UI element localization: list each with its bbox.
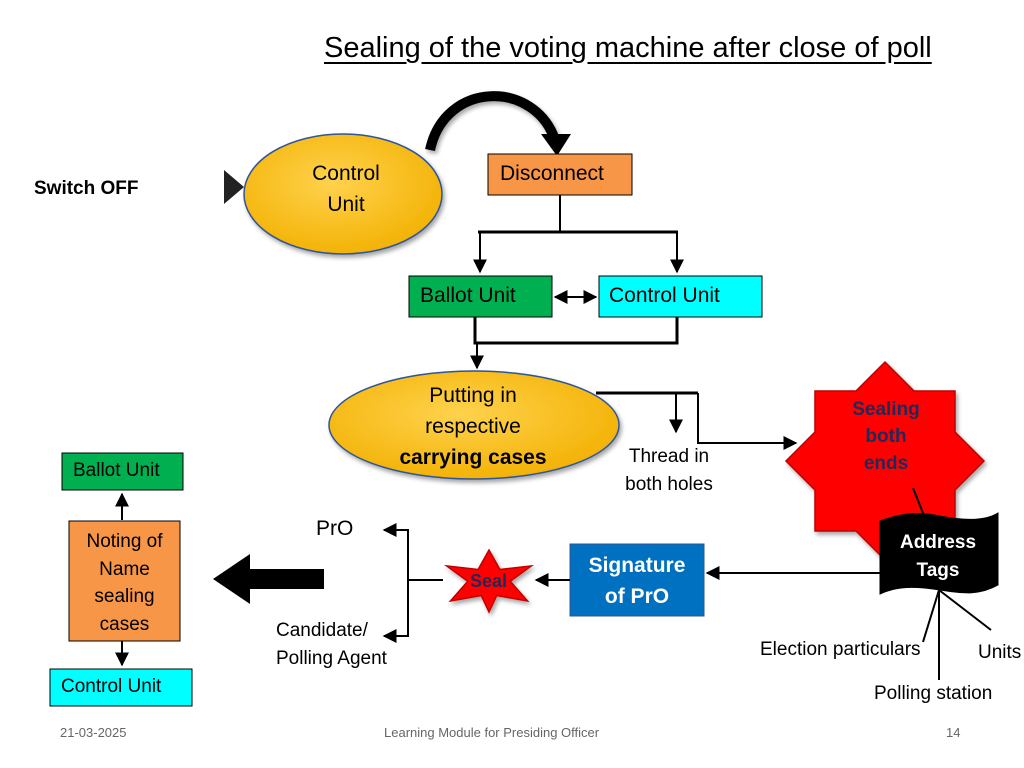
signature-pro-label: Signature of PrO (588, 554, 686, 608)
branch-line (938, 589, 992, 631)
address-tags-label: Address Tags (899, 532, 977, 581)
thread-holes-label: Thread in both holes (625, 446, 713, 495)
units-label: Units (978, 642, 1022, 663)
control-unit-ellipse (243, 133, 443, 255)
footer-date: 21-03-2025 (60, 725, 127, 740)
curved-arrow (425, 91, 560, 152)
footer-title: Learning Module for Presiding Officer (384, 725, 600, 740)
ballot-unit-box (408, 275, 553, 318)
noting-cases-label: Noting of Name sealing cases (86, 531, 163, 635)
ballot-unit-left-box (61, 452, 184, 491)
big-left-arrow-shaft (242, 569, 324, 589)
noting-box (68, 520, 181, 642)
seal-label: Seal (470, 571, 508, 591)
control-unit-top-label: Control Unit (312, 162, 380, 216)
control-unit-box (598, 275, 763, 318)
control-unit-label: Control Unit (609, 284, 720, 307)
address-tags-shape (879, 512, 999, 595)
signature-box (569, 543, 705, 617)
seal-star (443, 548, 535, 614)
disconnect-label: Disconnect (500, 162, 604, 185)
putting-cases-label: Putting in respective carrying cases (399, 384, 547, 469)
connector (473, 317, 679, 345)
thread-arrow (697, 393, 798, 450)
switch-off-arrow-head (224, 170, 244, 204)
election-particulars-label: Election particulars (760, 639, 921, 660)
putting-cases-ellipse (328, 370, 620, 480)
control-unit-left-box (49, 668, 193, 707)
candidate-agent-label: Candidate/ Polling Agent (276, 620, 387, 669)
page-title: Sealing of the voting machine after clos… (324, 32, 932, 64)
bracket-arrow (382, 580, 409, 643)
polling-station-label: Polling station (874, 683, 993, 704)
ballot-unit-label: Ballot Unit (420, 284, 516, 307)
branch-line (922, 589, 940, 643)
sealing-ends-label: Sealing both ends (852, 399, 920, 474)
curved-arrow-head (541, 134, 571, 156)
big-left-arrow-head (213, 554, 250, 604)
ballot-unit-left-label: Ballot Unit (73, 460, 160, 481)
control-unit-left-label: Control Unit (61, 676, 162, 697)
pro-label: PrO (316, 517, 354, 540)
bracket-arrow (382, 523, 409, 580)
footer-page-number: 14 (946, 725, 961, 740)
switch-off-label: Switch OFF (34, 178, 139, 199)
